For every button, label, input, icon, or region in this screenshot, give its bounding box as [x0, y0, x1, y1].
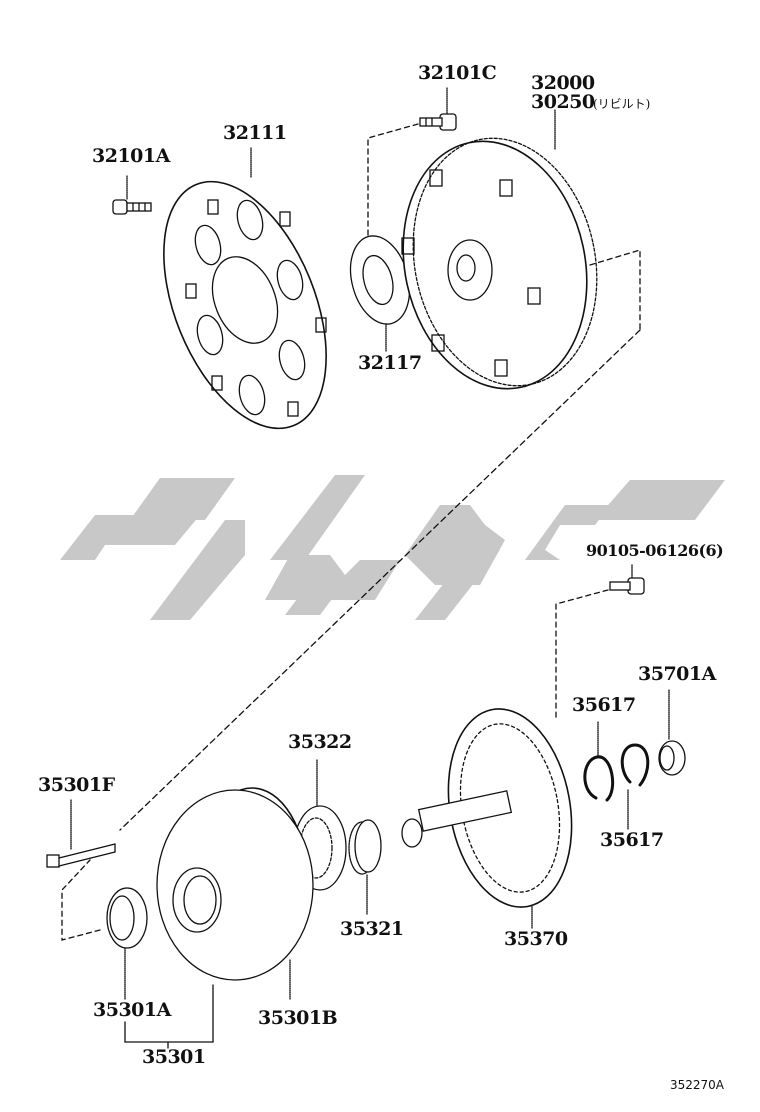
label-32117: 32117	[358, 352, 422, 374]
drive-gear-35321-icon	[348, 819, 382, 916]
label-35617-lower: 35617	[600, 829, 664, 851]
label-35301F: 35301F	[38, 774, 115, 796]
label-32101A: 32101A	[92, 145, 170, 167]
label-32000: 32000	[531, 72, 595, 94]
oil-pump-body-35301-icon	[124, 787, 314, 1049]
oil-seal-35301A-icon	[61, 859, 148, 1001]
label-35617-upper: 35617	[572, 694, 636, 716]
label-35701A: 35701A	[638, 663, 716, 685]
label-32101C: 32101C	[418, 62, 497, 84]
label-35301B: 35301B	[258, 1007, 338, 1029]
torque-converter-32000-icon	[401, 109, 641, 390]
seal-ring-35701A-icon	[658, 689, 686, 776]
label-30250-suffix: (リビルト)	[593, 97, 651, 111]
bolt-35301F-icon	[46, 799, 116, 868]
label-35321: 35321	[340, 918, 404, 940]
label-35301: 35301	[142, 1046, 206, 1068]
bolt-32101A-icon	[112, 175, 152, 215]
label-35301A: 35301A	[93, 999, 171, 1021]
watermark-logo	[60, 475, 725, 620]
snap-ring-35617-icons	[583, 721, 650, 831]
label-35322: 35322	[288, 731, 352, 753]
label-30250: 30250	[531, 91, 595, 113]
label-90105-06126: 90105-06126(6)	[586, 541, 724, 560]
stator-shaft-35370-icon	[401, 708, 573, 929]
bolt-32101C-icon	[367, 87, 457, 256]
alignment-line	[119, 329, 641, 831]
bolt-90105-icon	[555, 564, 645, 721]
label-35370: 35370	[504, 928, 568, 950]
label-32111: 32111	[223, 122, 287, 144]
drive-plate-32111-icon	[163, 147, 327, 430]
figure-number: 352270A	[670, 1078, 725, 1092]
